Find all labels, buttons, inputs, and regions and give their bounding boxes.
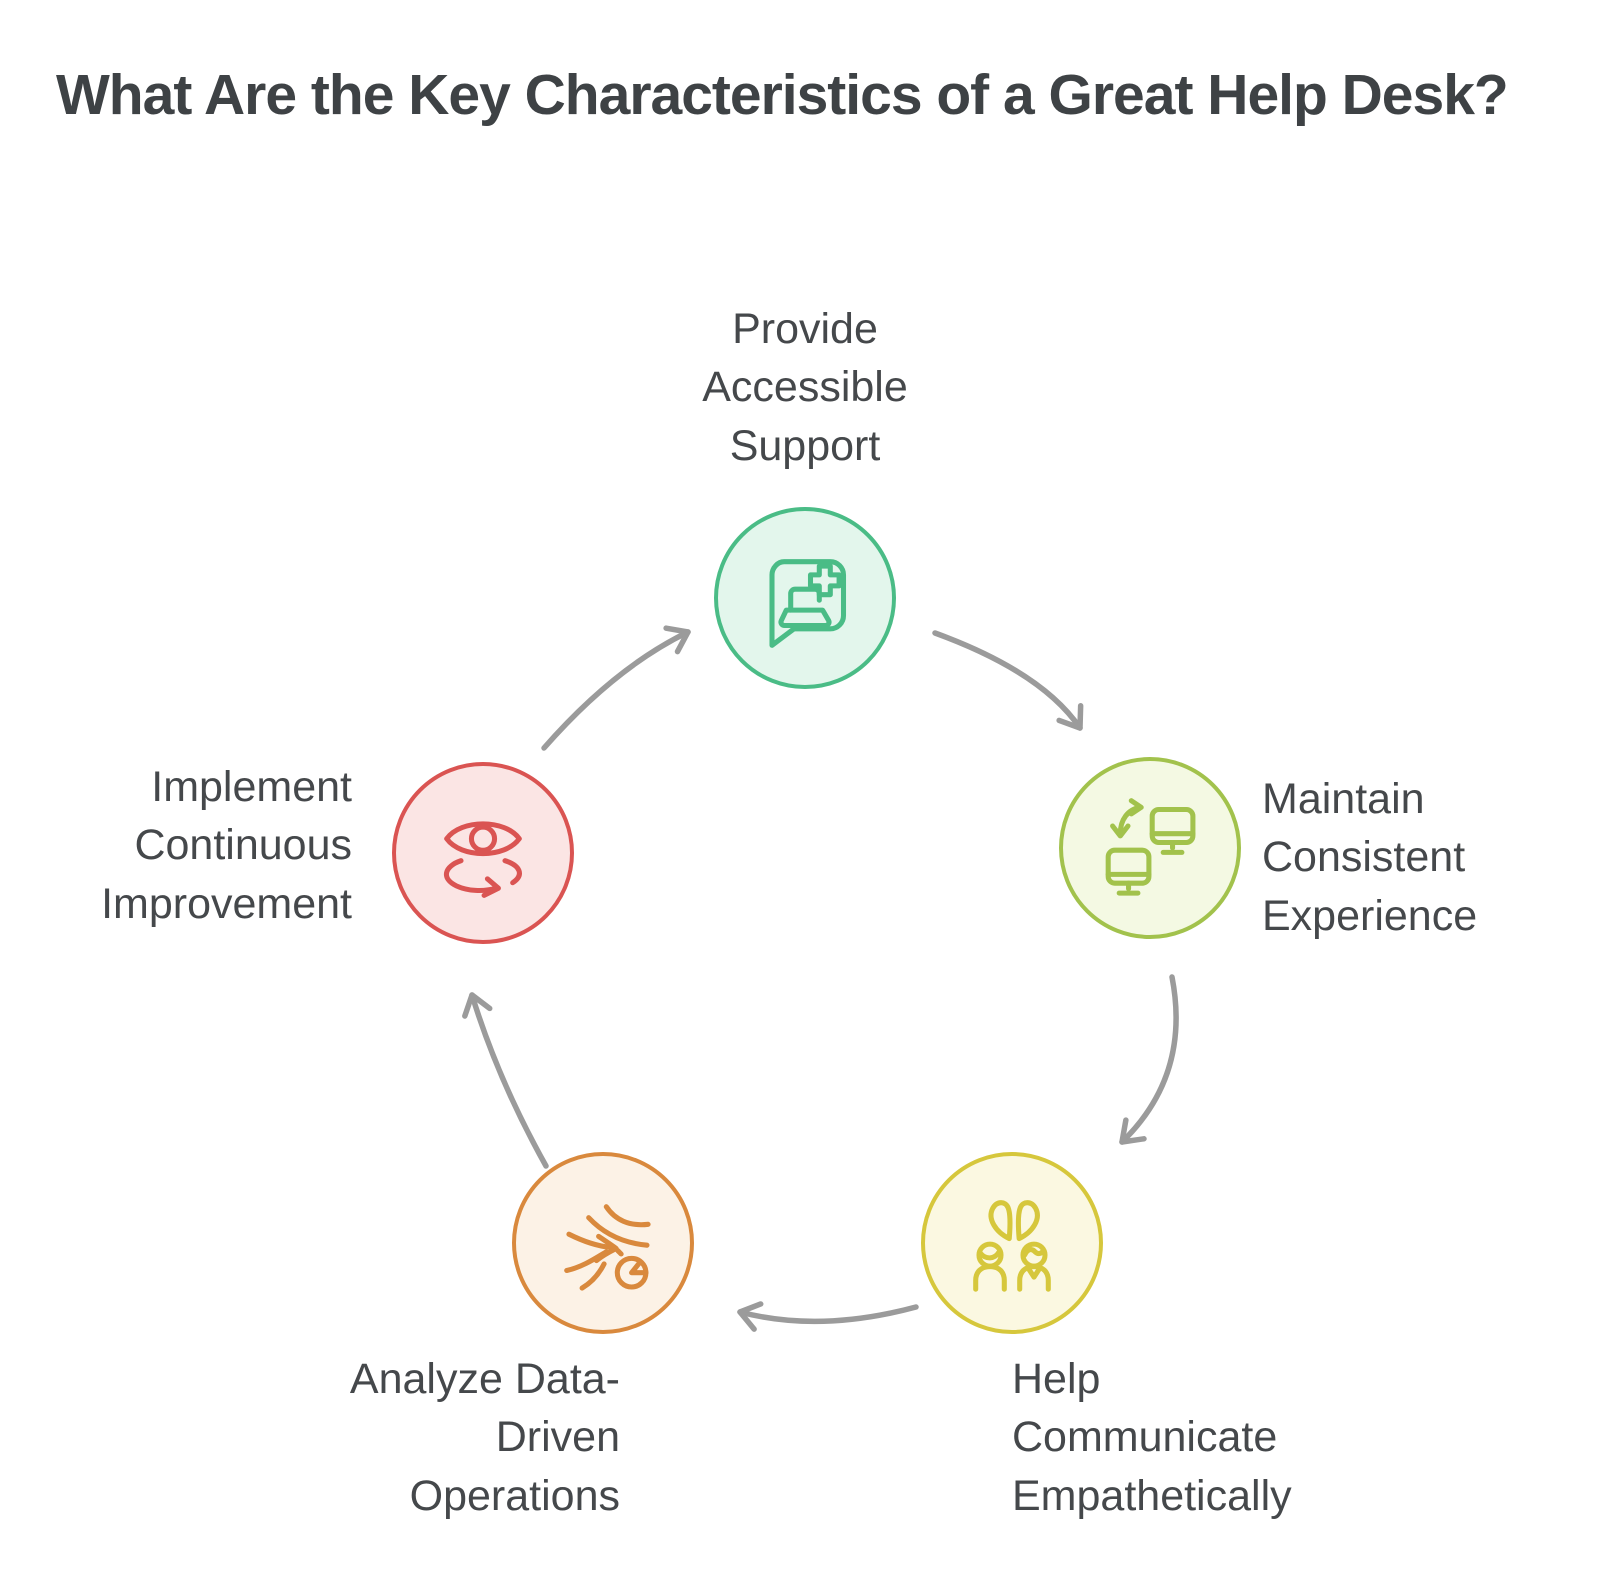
arrow-bottom-right-to-bottom-left	[737, 1301, 919, 1332]
label-implement-continuous-improvement: Implement Continuous Improvement	[40, 758, 352, 933]
label-line: Provide	[732, 305, 878, 353]
synced-monitors-icon	[1105, 798, 1196, 896]
label-line: Accessible	[702, 363, 908, 412]
arrow-right-to-bottom-right	[1119, 974, 1179, 1145]
node-implement-continuous-improvement	[392, 762, 574, 944]
arrow-top-to-right	[932, 630, 1084, 731]
node-maintain-consistent-experience	[1059, 757, 1241, 939]
label-line: Continuous	[134, 821, 352, 870]
eye-cycle-arrow-icon	[444, 821, 522, 898]
two-people-heart-empathy-icon	[973, 1200, 1051, 1292]
label-maintain-consistent-experience: Maintain Consistent Experience	[1262, 770, 1592, 945]
label-line: Communicate	[1012, 1413, 1278, 1462]
node-analyze-data-driven-operations	[512, 1152, 694, 1334]
page-title: What Are the Key Characteristics of a Gr…	[56, 63, 1509, 127]
label-provide-accessible-support: Provide Accessible Support	[585, 300, 1025, 475]
node-provide-accessible-support	[714, 507, 896, 689]
label-line: Implement	[151, 763, 352, 811]
node-help-communicate-empathetically	[921, 1152, 1103, 1334]
label-line: Improvement	[101, 879, 352, 928]
label-line: Consistent	[1262, 833, 1466, 882]
data-streams-pie-chart-icon	[564, 1204, 651, 1291]
label-line: Experience	[1262, 891, 1478, 940]
label-line: Analyze Data-	[349, 1355, 620, 1403]
label-line: Driven	[495, 1413, 620, 1462]
label-analyze-data-driven-operations: Analyze Data- Driven Operations	[260, 1350, 620, 1525]
label-line: Maintain	[1262, 775, 1425, 823]
helpdesk-chat-bubble-laptop-medical-cross-icon	[769, 559, 847, 648]
label-line: Empathetically	[1012, 1471, 1292, 1520]
label-line: Support	[729, 421, 881, 470]
label-line: Operations	[409, 1471, 620, 1520]
label-line: Help	[1012, 1355, 1101, 1403]
label-help-communicate-empathetically: Help Communicate Empathetically	[1012, 1350, 1392, 1525]
arrow-left-to-top	[541, 625, 691, 751]
arrow-bottom-left-to-left	[462, 992, 549, 1169]
